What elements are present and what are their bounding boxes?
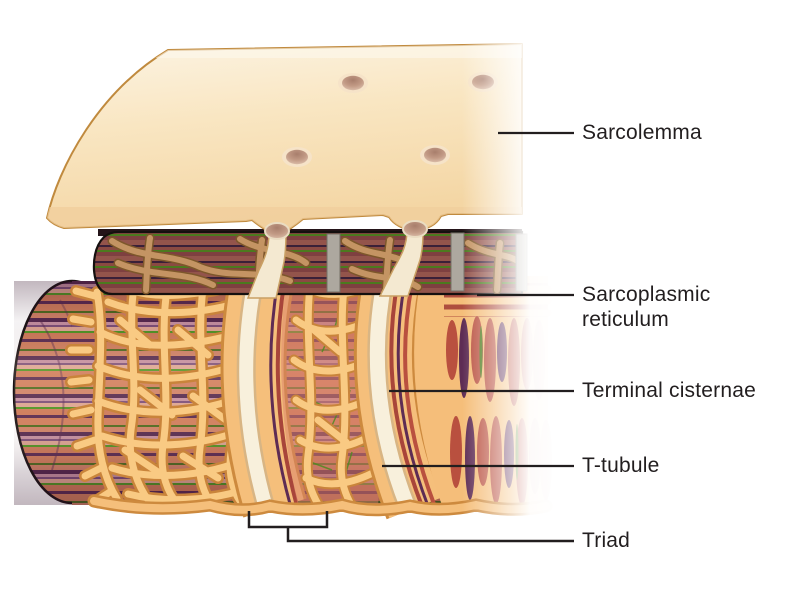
myofibril-cylinder xyxy=(12,271,552,520)
label-sarcoplasmic-reticulum: Sarcoplasmic reticulum xyxy=(582,283,711,331)
sarcolemma-sheet xyxy=(46,43,523,240)
t-tubule-funnel-a xyxy=(246,231,287,299)
label-sarcolemma: Sarcolemma xyxy=(582,121,702,144)
upper-t-tubule-gray-band xyxy=(326,233,341,293)
label-triad: Triad xyxy=(582,529,631,552)
triad-bracket xyxy=(247,511,574,543)
t-tubule-funnel-b xyxy=(378,229,424,297)
fade-overlay xyxy=(462,0,562,600)
t-tubule-band-a xyxy=(236,278,276,511)
membrane-pore-opening xyxy=(264,220,428,240)
t-tubule-band-b xyxy=(367,276,418,512)
label-t-tubule: T-tubule xyxy=(582,454,660,477)
label-terminal-cisternae: Terminal cisternae xyxy=(582,379,756,402)
